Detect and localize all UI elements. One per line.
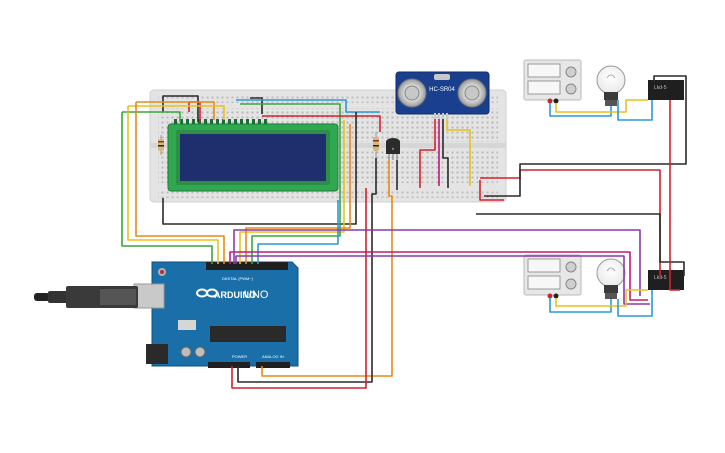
lcd-display [167, 119, 339, 192]
arduino-uno: ARDUINO UNO DIGITAL (PWM~) POWER ANALOG … [133, 261, 299, 368]
transistor-label: Ir [392, 146, 395, 151]
light-bulb-bottom [596, 258, 626, 299]
transistor: Ir [386, 138, 400, 160]
power-supply-bottom [523, 254, 582, 299]
power-supply-top [523, 59, 582, 104]
relay-top-label: Lkd-5 [654, 85, 667, 91]
arduino-model-text: UNO [244, 289, 269, 301]
arduino-power-label: POWER [232, 354, 247, 359]
relay-top: Lkd-5 [648, 80, 684, 100]
resistor-left [158, 135, 164, 155]
usb-cable [34, 286, 138, 308]
resistor-right [373, 132, 379, 158]
arduino-logo-text: ARDUINO [214, 290, 256, 300]
relay-bottom: Lkd-5 [648, 270, 684, 290]
wires [121, 75, 687, 389]
arduino-analog-label: ANALOG IN [262, 354, 284, 359]
ultrasonic-label: HC-SR04 [429, 87, 455, 93]
arduino-infinity-icon [196, 288, 218, 298]
ultrasonic-sensor: HC-SR04 [395, 71, 490, 119]
light-bulb-top [596, 65, 626, 106]
arduino-digital-label: DIGITAL (PWM~) [222, 276, 254, 281]
